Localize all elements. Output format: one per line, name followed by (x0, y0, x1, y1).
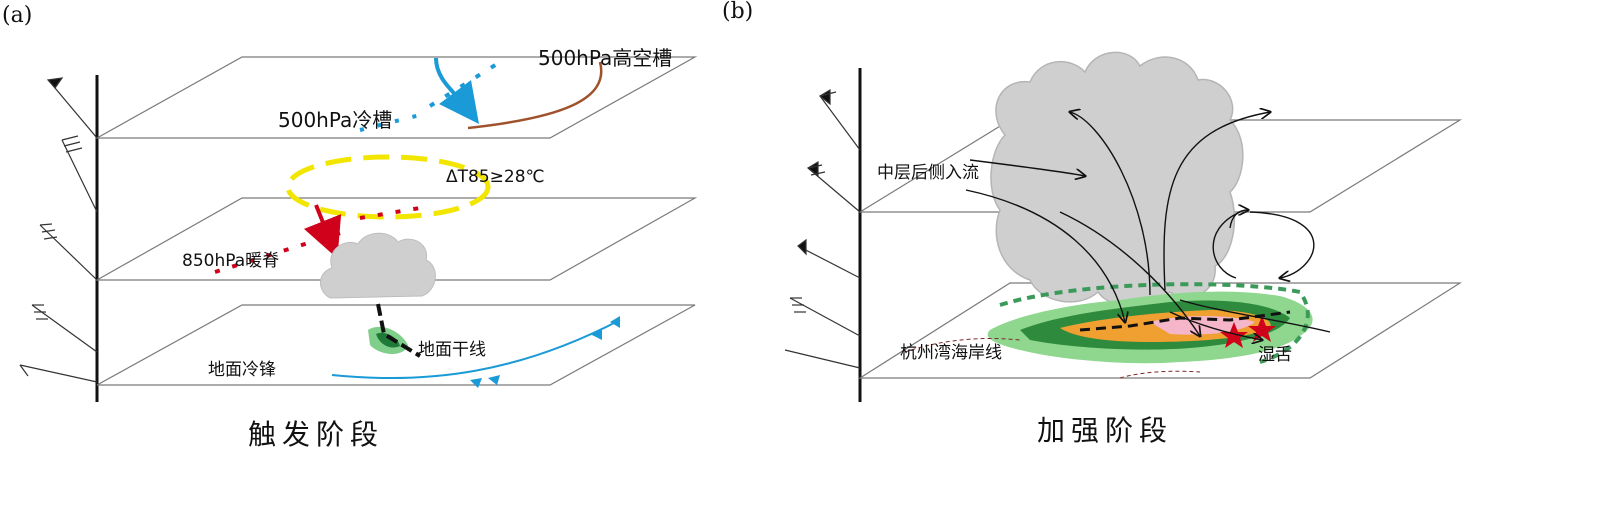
warm-ridge-arrow (304, 204, 342, 259)
convergence-line (1079, 310, 1291, 332)
label-dry-line: 地面干线 (418, 340, 486, 360)
plane-surface (96, 304, 696, 386)
flow-arrows (965, 112, 1331, 340)
convective-cloud-large (990, 51, 1244, 307)
convective-cloud-small (320, 232, 436, 299)
caption-a: 触发阶段 (248, 418, 384, 451)
label-cold-front: 地面冷锋 (208, 360, 276, 380)
trough-500-line (467, 61, 603, 130)
cold-trough-arrow (434, 57, 480, 124)
label-coastline: 杭州湾海岸线 (900, 343, 1002, 363)
temp-difference-ellipse (285, 154, 491, 220)
dry-line (376, 303, 422, 358)
plane-500hpa (94, 56, 698, 139)
cold-trough-dots (428, 60, 502, 108)
cold-front (331, 319, 621, 380)
plane-surface-b (857, 282, 1463, 379)
panel-b: (b) (722, 0, 1463, 447)
caption-b: 加强阶段 (1037, 414, 1173, 447)
label-wet-tongue: 湿舌 (1258, 345, 1292, 365)
label-warm-ridge: 850hPa暖脊 (182, 251, 279, 271)
storm-star-1 (1220, 322, 1248, 348)
wind-barbs-a (19, 77, 98, 383)
coastline (904, 338, 1021, 353)
label-rear-inflow: 中层后侧入流 (877, 163, 979, 183)
label-cold-trough: 500hPa冷槽 (278, 108, 392, 132)
wind-barbs-b (784, 88, 861, 369)
panel-a: (a) 500hPa高空槽 500hPa冷槽 ΔT85 (2, 3, 698, 451)
wet-tongue-boundary (999, 282, 1310, 364)
panel-b-label: (b) (722, 0, 753, 24)
label-trough-500: 500hPa高空槽 (538, 46, 672, 70)
panel-a-label: (a) (2, 3, 32, 28)
label-delta-t: ΔT85≥28℃ (446, 167, 545, 187)
